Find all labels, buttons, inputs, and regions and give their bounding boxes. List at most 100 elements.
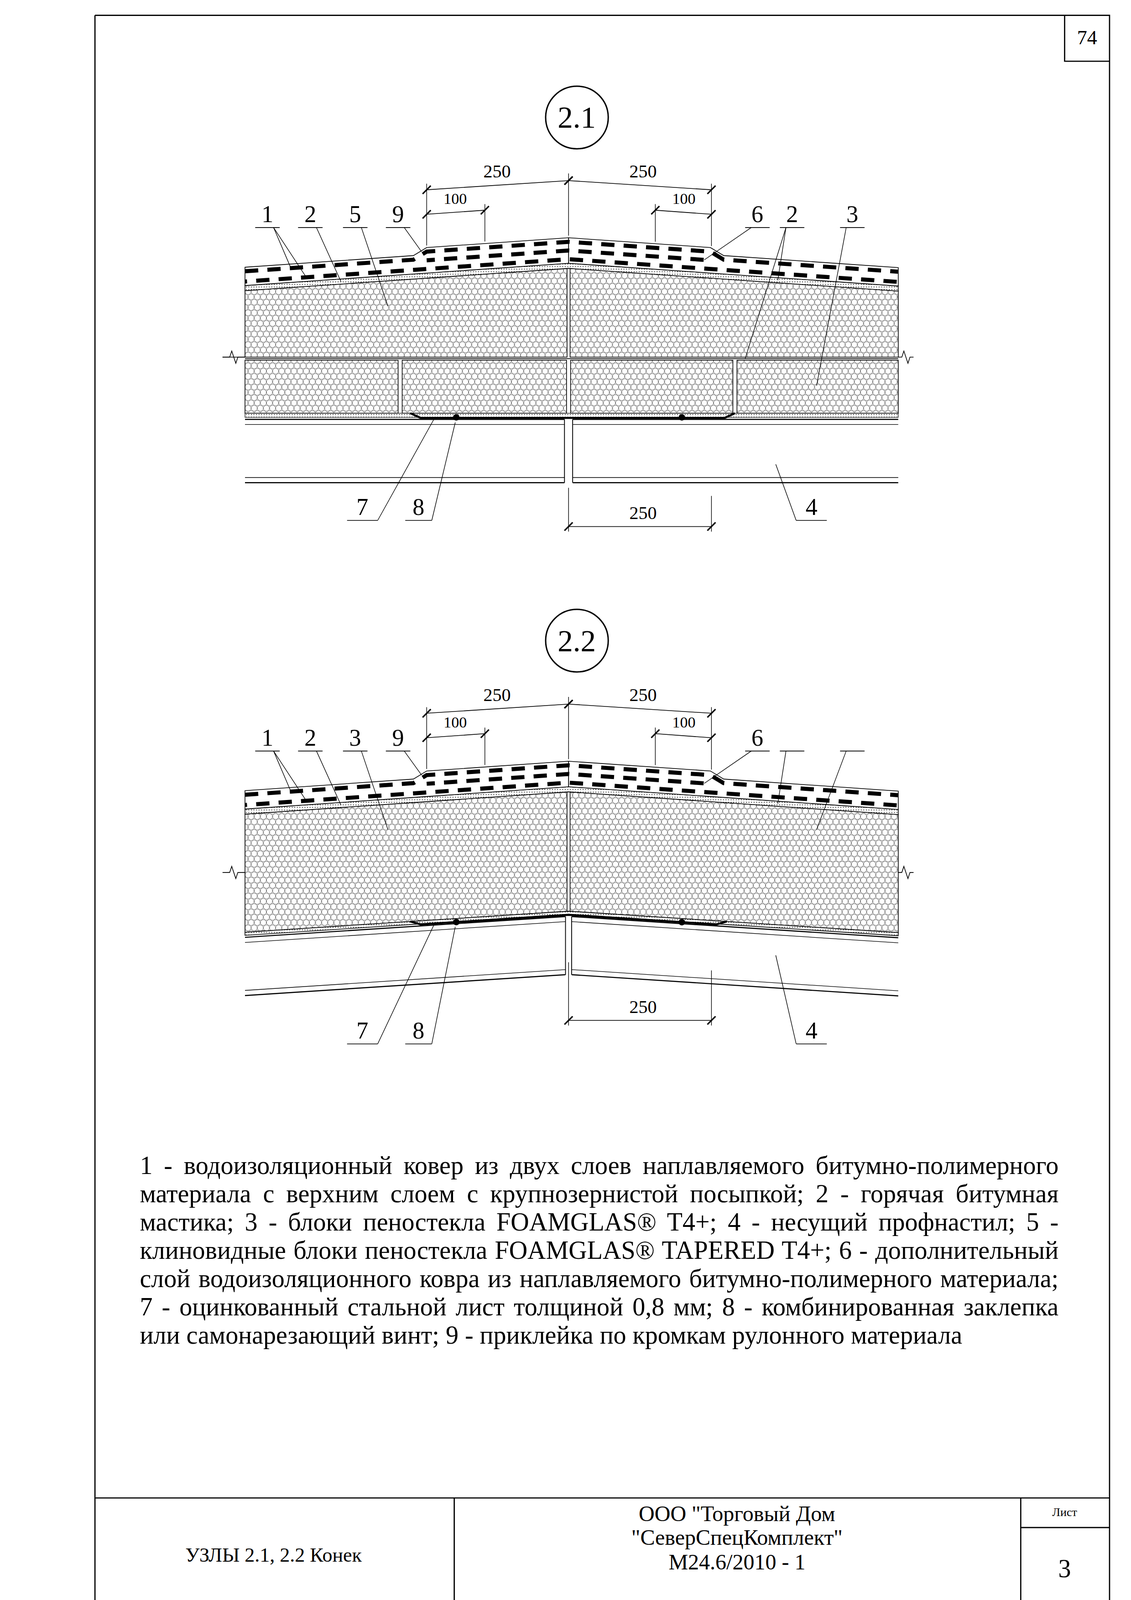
callout-number: 3 [349, 726, 362, 751]
leader-line [816, 227, 847, 386]
title-block-line [1020, 1498, 1022, 1600]
leader-line [704, 751, 752, 784]
callout-number: 2 [304, 202, 317, 227]
leader-shelf [343, 750, 368, 752]
dimension-line [655, 210, 712, 215]
leader-shelf [347, 520, 378, 522]
break-line [898, 351, 914, 364]
foamglas-block [244, 360, 399, 414]
leader-line [777, 751, 787, 805]
break-line [898, 866, 914, 879]
callout-number: 6 [751, 726, 764, 751]
callout-number: 1 [261, 202, 274, 227]
leader-shelf [779, 227, 805, 229]
callout-number: 2 [786, 202, 798, 227]
dimension-line [426, 180, 569, 190]
profiled-deck-end [563, 419, 565, 484]
extension-line [426, 707, 428, 770]
sheet-number: 3 [1058, 1556, 1072, 1582]
callout-number: 4 [805, 495, 818, 520]
leader-line [816, 751, 847, 830]
break-line [222, 866, 245, 879]
leader-line [273, 227, 307, 278]
break-line [222, 351, 245, 364]
frame-border [94, 15, 1110, 1600]
profiled-deck-end [572, 419, 574, 484]
callout-number: 8 [412, 1019, 425, 1043]
dimension-line [568, 1020, 712, 1022]
extension-line [711, 495, 712, 532]
leader-shelf [385, 227, 411, 229]
circle-shape [545, 609, 609, 673]
ridge-seam [568, 237, 569, 264]
detail-number-circle: 2.1 [544, 84, 610, 151]
profiled-deck [244, 916, 566, 938]
leader-line [777, 227, 787, 281]
dimension-value: 250 [483, 162, 511, 181]
dimension-line [568, 704, 712, 714]
leader-shelf [255, 750, 280, 752]
document-code: М24.6/2010 - 1 [668, 1551, 806, 1574]
leader-line [431, 422, 455, 521]
detail-number: 2.1 [557, 102, 596, 133]
leader-shelf [839, 750, 865, 752]
extension-line [711, 707, 712, 770]
waterproofing-membrane [244, 237, 899, 287]
profiled-deck [244, 482, 565, 484]
leader-line [404, 751, 422, 776]
legend-text: 1 - водоизоляционный ковер из двух слоев… [140, 1151, 1059, 1350]
leader-shelf [796, 520, 827, 522]
leader-line [775, 464, 797, 521]
dimension-value: 250 [629, 686, 657, 705]
leader-line [273, 751, 307, 802]
bitumen-mastic [244, 413, 899, 418]
company-name: ООО "Торговый Дом "СеверСпецКомплект" [568, 1502, 906, 1550]
profiled-deck [571, 916, 899, 939]
membrane-layer [244, 259, 899, 282]
membrane-layer [244, 241, 899, 272]
joint-line [244, 358, 899, 360]
extension-line [568, 173, 569, 236]
extension-line [568, 487, 569, 532]
profiled-deck [571, 969, 899, 992]
profiled-deck [244, 922, 566, 944]
leader-line [361, 227, 388, 307]
dimension-value: 250 [629, 162, 657, 181]
leader-shelf [297, 750, 323, 752]
foamglas-block [402, 360, 567, 414]
dimension-line [426, 210, 485, 215]
leader-line [273, 751, 292, 793]
detail-number: 2.2 [557, 625, 596, 657]
roof-ridge-section [222, 697, 914, 1045]
extension-line [711, 183, 712, 247]
callout-number: 9 [392, 726, 405, 751]
profiled-deck [572, 482, 899, 484]
leader-shelf [385, 750, 411, 752]
leader-line [431, 927, 455, 1045]
leader-line [316, 751, 342, 806]
extension-line [568, 697, 569, 760]
sheet-frame [94, 15, 1110, 1600]
extension-line [711, 970, 712, 1027]
leader-line [704, 227, 752, 261]
title-block-line [453, 1498, 455, 1600]
circle-shape [545, 86, 609, 149]
leader-line [404, 227, 422, 252]
rivet [453, 919, 460, 926]
leader-line [377, 925, 434, 1044]
callout-number: 1 [261, 726, 274, 751]
leader-shelf [343, 227, 368, 229]
profiled-deck-end [565, 916, 567, 975]
leader-shelf [796, 1043, 827, 1045]
rivet [678, 919, 685, 926]
drawing-title: УЗЛЫ 2.1, 2.2 Конек [185, 1545, 362, 1566]
leader-shelf [745, 227, 770, 229]
foamglas-block [244, 792, 568, 933]
leader-shelf [255, 227, 280, 229]
leader-shelf [347, 1043, 378, 1045]
profiled-deck [572, 424, 899, 425]
dimension-value: 100 [443, 714, 467, 731]
roof-ridge-section [222, 173, 914, 532]
